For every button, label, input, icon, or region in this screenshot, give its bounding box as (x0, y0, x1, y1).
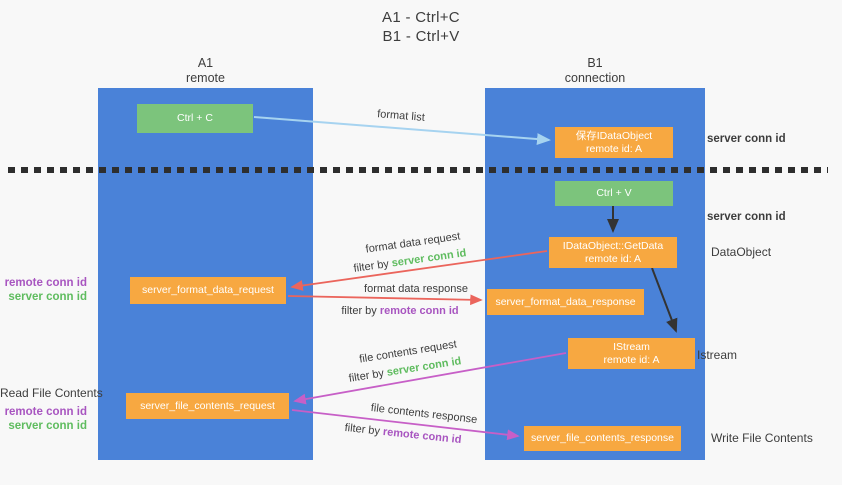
node-saved-idataobject-line2: remote id: A (585, 142, 643, 155)
node-ctrl-c-label: Ctrl + C (177, 112, 213, 124)
lane-a1-name: A1 (197, 56, 214, 70)
node-istream-line2: remote id: A (603, 353, 660, 366)
node-server-format-data-request-label: server_format_data_request (142, 284, 274, 296)
right-dataobject-label: DataObject (711, 245, 772, 259)
node-server-format-data-request: server_format_data_request (130, 277, 286, 304)
node-server-file-contents-request: server_file_contents_request (126, 393, 289, 419)
left-read-file-contents-block: Read File Contents remote conn id server… (0, 386, 103, 433)
node-server-file-contents-response: server_file_contents_response (524, 426, 681, 451)
arrow-format-data-response (287, 294, 483, 306)
node-idataobject-getdata-line2: remote id: A (584, 252, 642, 265)
node-istream-line1: IStream (613, 340, 650, 353)
node-saved-idataobject: 保存IDataObject remote id: A (555, 127, 673, 158)
left-conn-id-block-mid: remote conn id server conn id (0, 276, 87, 304)
write-file-contents-label: Write File Contents (711, 431, 813, 445)
arrow-file-contents-request (293, 352, 567, 405)
title-line-1: A1 - Ctrl+C (382, 9, 460, 26)
right-server-conn-id-mid: server conn id (707, 211, 786, 223)
node-idataobject-getdata-line1: IDataObject::GetData (562, 239, 664, 252)
arrow-file-contents-response (291, 409, 520, 441)
left-server-conn-id-mid: server conn id (8, 291, 87, 303)
node-ctrl-c: Ctrl + C (137, 104, 253, 133)
arrow-format-data-request (290, 250, 548, 291)
left-remote-conn-id-mid: remote conn id (4, 277, 87, 289)
lane-header-b1: B1 connection (485, 56, 705, 86)
node-ctrl-v-label: Ctrl + V (596, 187, 632, 199)
left-server-conn-id-bottom: server conn id (8, 420, 87, 432)
filter-by-text: filter by (341, 305, 377, 317)
node-istream: IStream remote id: A (568, 338, 695, 369)
left-remote-conn-id-bottom: remote conn id (4, 406, 87, 418)
diagram-title: A1 - Ctrl+C B1 - Ctrl+V (0, 8, 842, 46)
node-server-file-contents-request-label: server_file_contents_request (140, 399, 275, 412)
right-istream-label: Istream (697, 348, 738, 362)
lane-b1-name: B1 (587, 56, 603, 70)
node-server-file-contents-response-label: server_file_contents_response (530, 432, 674, 444)
title-line-2: B1 - Ctrl+V (382, 28, 460, 45)
node-server-format-data-response: server_format_data_response (487, 289, 644, 315)
remote-conn-id-text: remote conn id (379, 305, 459, 317)
lane-header-a1: A1 remote (98, 56, 313, 86)
arrow-format-list (253, 116, 551, 146)
dotted-divider-line (8, 167, 828, 173)
lane-b1-subtitle: connection (564, 71, 626, 85)
node-ctrl-v: Ctrl + V (555, 181, 673, 206)
node-server-format-data-response-label: server_format_data_response (495, 295, 636, 308)
arrow-getdata-to-istream (651, 267, 678, 333)
edge-label-format-data-response: format data response (364, 283, 468, 295)
lane-a1-subtitle: remote (186, 71, 225, 85)
node-saved-idataobject-line1: 保存IDataObject (575, 129, 653, 142)
read-file-contents-label: Read File Contents (0, 386, 103, 400)
node-idataobject-getdata: IDataObject::GetData remote id: A (549, 237, 677, 268)
right-server-conn-id-top: server conn id (707, 133, 786, 145)
